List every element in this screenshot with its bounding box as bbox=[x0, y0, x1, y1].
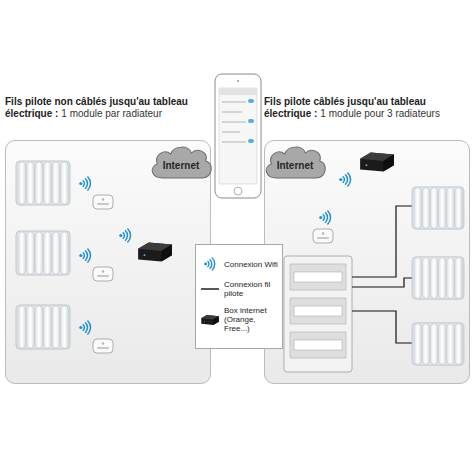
legend-text: Connexion fil pilote bbox=[224, 280, 278, 298]
electrical-panel-part bbox=[294, 272, 342, 282]
electrical-panel-part bbox=[294, 340, 342, 350]
electrical-panel-part bbox=[290, 332, 346, 358]
radiator bbox=[16, 305, 70, 349]
cloud-outline bbox=[266, 147, 325, 178]
box-sample bbox=[201, 315, 218, 325]
cloud-label: Internet bbox=[163, 160, 200, 171]
wifi-icon bbox=[79, 321, 90, 334]
pilot-wire bbox=[352, 206, 412, 343]
installation-panel: Fils pilote câblés jusqu'au tableau élec… bbox=[264, 96, 470, 384]
left-installation bbox=[5, 140, 211, 384]
radiator bbox=[16, 231, 70, 275]
radiator bbox=[412, 323, 464, 365]
smartphone-part bbox=[219, 88, 257, 184]
electrical-panel-part bbox=[284, 256, 352, 372]
smartphone-part bbox=[215, 74, 261, 198]
smartphone-part bbox=[237, 80, 239, 82]
panel-heading: Fils pilote non câblés jusqu'au tableau … bbox=[5, 96, 211, 120]
legend-sample bbox=[200, 312, 220, 328]
pilot-wire-sample bbox=[201, 288, 219, 289]
wifi-icon bbox=[79, 249, 90, 262]
wifi-sample bbox=[204, 258, 215, 270]
pilot-wire-part bbox=[352, 206, 412, 277]
right-installation bbox=[264, 140, 470, 384]
smartphone-part bbox=[248, 119, 254, 123]
smartphone-part bbox=[234, 187, 242, 195]
legend-sample bbox=[200, 281, 220, 297]
electrical-panel-part bbox=[294, 306, 342, 316]
internet-cloud: Internet bbox=[148, 143, 214, 183]
cloud-label: Internet bbox=[277, 160, 314, 171]
electrical-panel-part bbox=[290, 298, 346, 324]
pilot-wire-part bbox=[352, 311, 412, 343]
electrical-panel-part bbox=[290, 264, 346, 290]
wifi-icon bbox=[79, 177, 90, 190]
electrical-panel bbox=[284, 256, 352, 372]
pilot-module bbox=[93, 339, 113, 353]
smartphone-part bbox=[219, 88, 257, 95]
wifi-icon bbox=[119, 229, 130, 242]
smartphone-part bbox=[222, 112, 242, 113]
legend-row: Connexion Wifi bbox=[200, 256, 278, 272]
pilot-wire-part bbox=[352, 278, 412, 287]
panel-heading-note: 1 module pour 3 radiateurs bbox=[320, 108, 440, 119]
internet-box bbox=[360, 153, 394, 172]
pilot-module bbox=[313, 229, 333, 243]
legend-sample bbox=[200, 256, 220, 272]
left-installation-part bbox=[5, 140, 211, 384]
smartphone-part bbox=[248, 99, 254, 103]
smartphone-part bbox=[222, 132, 240, 133]
cloud-outline bbox=[152, 147, 211, 178]
smartphone-part bbox=[222, 142, 246, 143]
wifi-icon bbox=[319, 211, 330, 224]
internet-box bbox=[138, 243, 172, 262]
legend-text: Connexion Wifi bbox=[224, 260, 278, 269]
panel-heading-note: 1 module par radiateur bbox=[61, 108, 162, 119]
legend-box: Connexion WifiConnexion fil piloteBox in… bbox=[195, 244, 283, 349]
legend-row: Connexion fil pilote bbox=[200, 280, 278, 298]
smartphone-part bbox=[222, 102, 246, 103]
legend-text: Box internet (Orange, Free...) bbox=[224, 306, 278, 333]
wifi-icon bbox=[339, 173, 350, 186]
smartphone bbox=[215, 74, 261, 198]
panel-heading: Fils pilote câblés jusqu'au tableau élec… bbox=[264, 96, 470, 120]
pilot-module bbox=[93, 267, 113, 281]
smartphone-part bbox=[248, 139, 254, 143]
internet-cloud: Internet bbox=[262, 143, 328, 183]
legend-row: Box internet (Orange, Free...) bbox=[200, 306, 278, 333]
radiator bbox=[412, 187, 464, 229]
installation-panel: Fils pilote non câblés jusqu'au tableau … bbox=[5, 96, 211, 384]
right-installation-part bbox=[264, 140, 470, 384]
pilot-module bbox=[93, 195, 113, 209]
panel-outline bbox=[264, 140, 470, 384]
smartphone-part bbox=[222, 122, 246, 123]
radiator bbox=[16, 161, 70, 205]
radiator bbox=[412, 257, 464, 299]
